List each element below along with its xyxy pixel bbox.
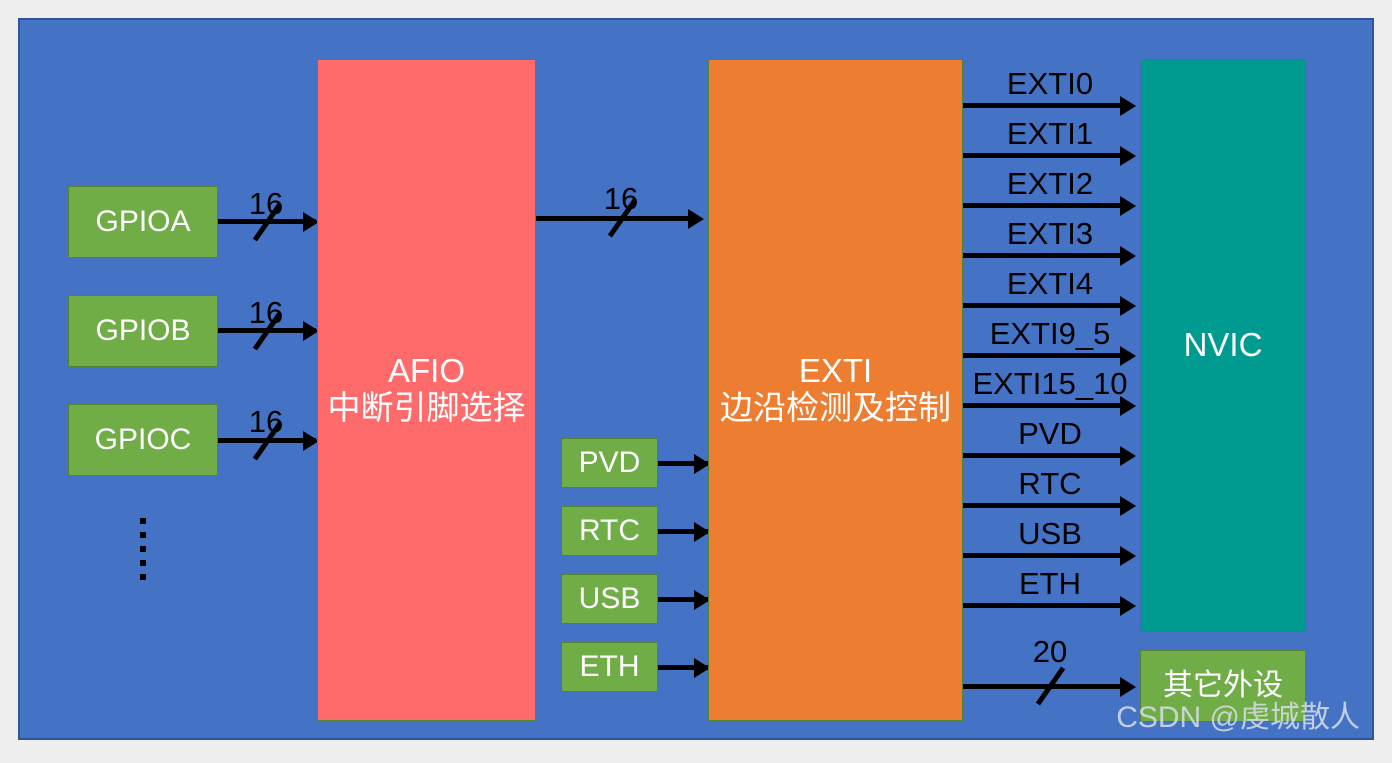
block-src-pvd-label: PVD	[578, 446, 641, 480]
arrowhead-exti3-nvic	[1120, 246, 1136, 266]
dot	[140, 560, 146, 566]
block-other-peripherals[interactable]: 其它外设	[1140, 650, 1306, 722]
connector-exti4-nvic	[963, 303, 1123, 308]
block-exti-subtitle: 边沿检测及控制	[720, 389, 951, 426]
block-src-rtc-label: RTC	[578, 514, 641, 548]
arrowhead-eth-exti	[694, 658, 710, 678]
arrowhead-exti1-nvic	[1120, 146, 1136, 166]
connector-exti1-nvic	[963, 153, 1123, 158]
arrowhead-usb-nvic	[1120, 546, 1136, 566]
connector-exti2-nvic	[963, 203, 1123, 208]
arrowhead-afio-exti	[688, 209, 704, 229]
connector-usb-nvic	[963, 553, 1123, 558]
signal-label-exti15-10: EXTI15_10	[972, 366, 1128, 401]
arrowhead-rtc-nvic	[1120, 496, 1136, 516]
connector-rtc-nvic	[963, 503, 1123, 508]
block-nvic[interactable]: NVIC	[1140, 59, 1306, 632]
gpio-more-dots	[140, 518, 146, 580]
connector-exti-other	[963, 684, 1123, 689]
signal-label-rtc: RTC	[1018, 466, 1082, 501]
block-afio-title: AFIO	[387, 352, 465, 390]
arrowhead-gpiob-afio	[303, 321, 319, 341]
dot	[140, 518, 146, 524]
csdn-watermark: CSDN @虔城散人	[1116, 701, 1360, 734]
block-src-usb-label: USB	[578, 582, 641, 616]
block-gpioa-label: GPIOA	[95, 205, 191, 239]
signal-label-exti2: EXTI2	[1006, 166, 1094, 201]
block-exti-title: EXTI	[798, 352, 873, 390]
arrowhead-gpioa-afio	[303, 212, 319, 232]
signal-label-exti4: EXTI4	[1006, 266, 1094, 301]
signal-label-exti3: EXTI3	[1006, 216, 1094, 251]
block-gpiob-label: GPIOB	[95, 314, 191, 348]
connector-pvd-exti	[658, 461, 708, 466]
arrowhead-exti0-nvic	[1120, 96, 1136, 116]
bus-label-afio-exti-16: 16	[603, 181, 639, 216]
connector-exti0-nvic	[963, 103, 1123, 108]
connector-afio-exti	[536, 216, 692, 221]
arrowhead-exti15-10-nvic	[1120, 396, 1136, 416]
signal-label-exti1: EXTI1	[1006, 116, 1094, 151]
dot	[140, 574, 146, 580]
block-nvic-label: NVIC	[1183, 326, 1263, 364]
arrowhead-eth-nvic	[1120, 596, 1136, 616]
block-gpioc[interactable]: GPIOC	[68, 404, 218, 476]
block-afio-subtitle: 中断引脚选择	[327, 389, 526, 426]
signal-label-pvd: PVD	[1018, 416, 1082, 451]
bus-label-gpioc-16: 16	[248, 404, 284, 439]
connector-exti9-5-nvic	[963, 353, 1123, 358]
arrowhead-exti2-nvic	[1120, 196, 1136, 216]
block-src-rtc[interactable]: RTC	[561, 506, 658, 556]
connector-usb-exti	[658, 597, 708, 602]
bus-label-other-20: 20	[1032, 634, 1068, 669]
arrowhead-pvd-nvic	[1120, 446, 1136, 466]
connector-eth-nvic	[963, 603, 1123, 608]
signal-label-exti0: EXTI0	[1006, 66, 1094, 101]
signal-label-eth: ETH	[1019, 566, 1081, 601]
connector-exti15-10-nvic	[963, 403, 1123, 408]
block-src-pvd[interactable]: PVD	[561, 438, 658, 488]
block-src-eth[interactable]: ETH	[561, 642, 658, 692]
connector-eth-exti	[658, 665, 708, 670]
arrowhead-exti4-nvic	[1120, 296, 1136, 316]
signal-label-exti9-5: EXTI9_5	[989, 316, 1111, 351]
connector-pvd-nvic	[963, 453, 1123, 458]
block-src-eth-label: ETH	[579, 650, 640, 684]
block-gpioa[interactable]: GPIOA	[68, 186, 218, 258]
block-afio[interactable]: AFIO 中断引脚选择	[317, 59, 536, 721]
signal-label-usb: USB	[1018, 516, 1082, 551]
block-exti[interactable]: EXTI 边沿检测及控制	[708, 59, 963, 721]
dot	[140, 546, 146, 552]
arrowhead-pvd-exti	[694, 454, 710, 474]
arrowhead-exti9-5-nvic	[1120, 346, 1136, 366]
arrowhead-exti-other	[1120, 677, 1136, 697]
diagram-panel: GPIOA GPIOB GPIOC 16 16 16	[18, 18, 1374, 740]
block-gpiob[interactable]: GPIOB	[68, 295, 218, 367]
arrowhead-gpioc-afio	[303, 431, 319, 451]
dot	[140, 532, 146, 538]
block-gpioc-label: GPIOC	[94, 423, 192, 457]
block-other-peripherals-label: 其它外设	[1163, 669, 1283, 703]
connector-rtc-exti	[658, 529, 708, 534]
arrowhead-usb-exti	[694, 590, 710, 610]
arrowhead-rtc-exti	[694, 522, 710, 542]
block-src-usb[interactable]: USB	[561, 574, 658, 624]
connector-exti3-nvic	[963, 253, 1123, 258]
